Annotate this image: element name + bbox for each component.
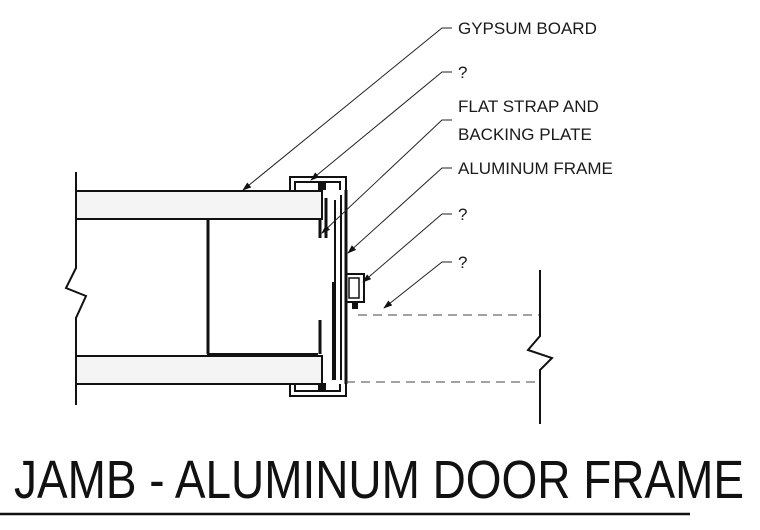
- label-unknown-1: ?: [458, 63, 467, 82]
- leader-gypsum-board: [242, 27, 452, 191]
- label-aluminum-frame: ALUMINUM FRAME: [458, 159, 613, 178]
- label-flat-strap-line1: FLAT STRAP AND: [458, 97, 599, 116]
- leader-flat-strap: [321, 119, 452, 234]
- stud-blocking: [206, 218, 322, 355]
- leader-unknown-2: [362, 213, 452, 283]
- leader-unknown-1: [310, 71, 452, 181]
- label-gypsum-board: GYPSUM BOARD: [458, 19, 597, 38]
- label-flat-strap-line2: BACKING PLATE: [458, 125, 592, 144]
- drawing-title: JAMB - ALUMINUM DOOR FRAME: [14, 450, 744, 510]
- wall-break-line-left: [64, 172, 88, 405]
- label-unknown-3: ?: [458, 253, 467, 272]
- gypsum-board-lower: [75, 355, 323, 385]
- door-break-line-right: [526, 270, 554, 424]
- gypsum-board-upper: [75, 190, 323, 220]
- label-unknown-2: ?: [458, 205, 467, 224]
- door-outline-dashed: [346, 314, 540, 383]
- leader-unknown-3: [383, 261, 452, 309]
- leader-aluminum-frame: [347, 167, 452, 254]
